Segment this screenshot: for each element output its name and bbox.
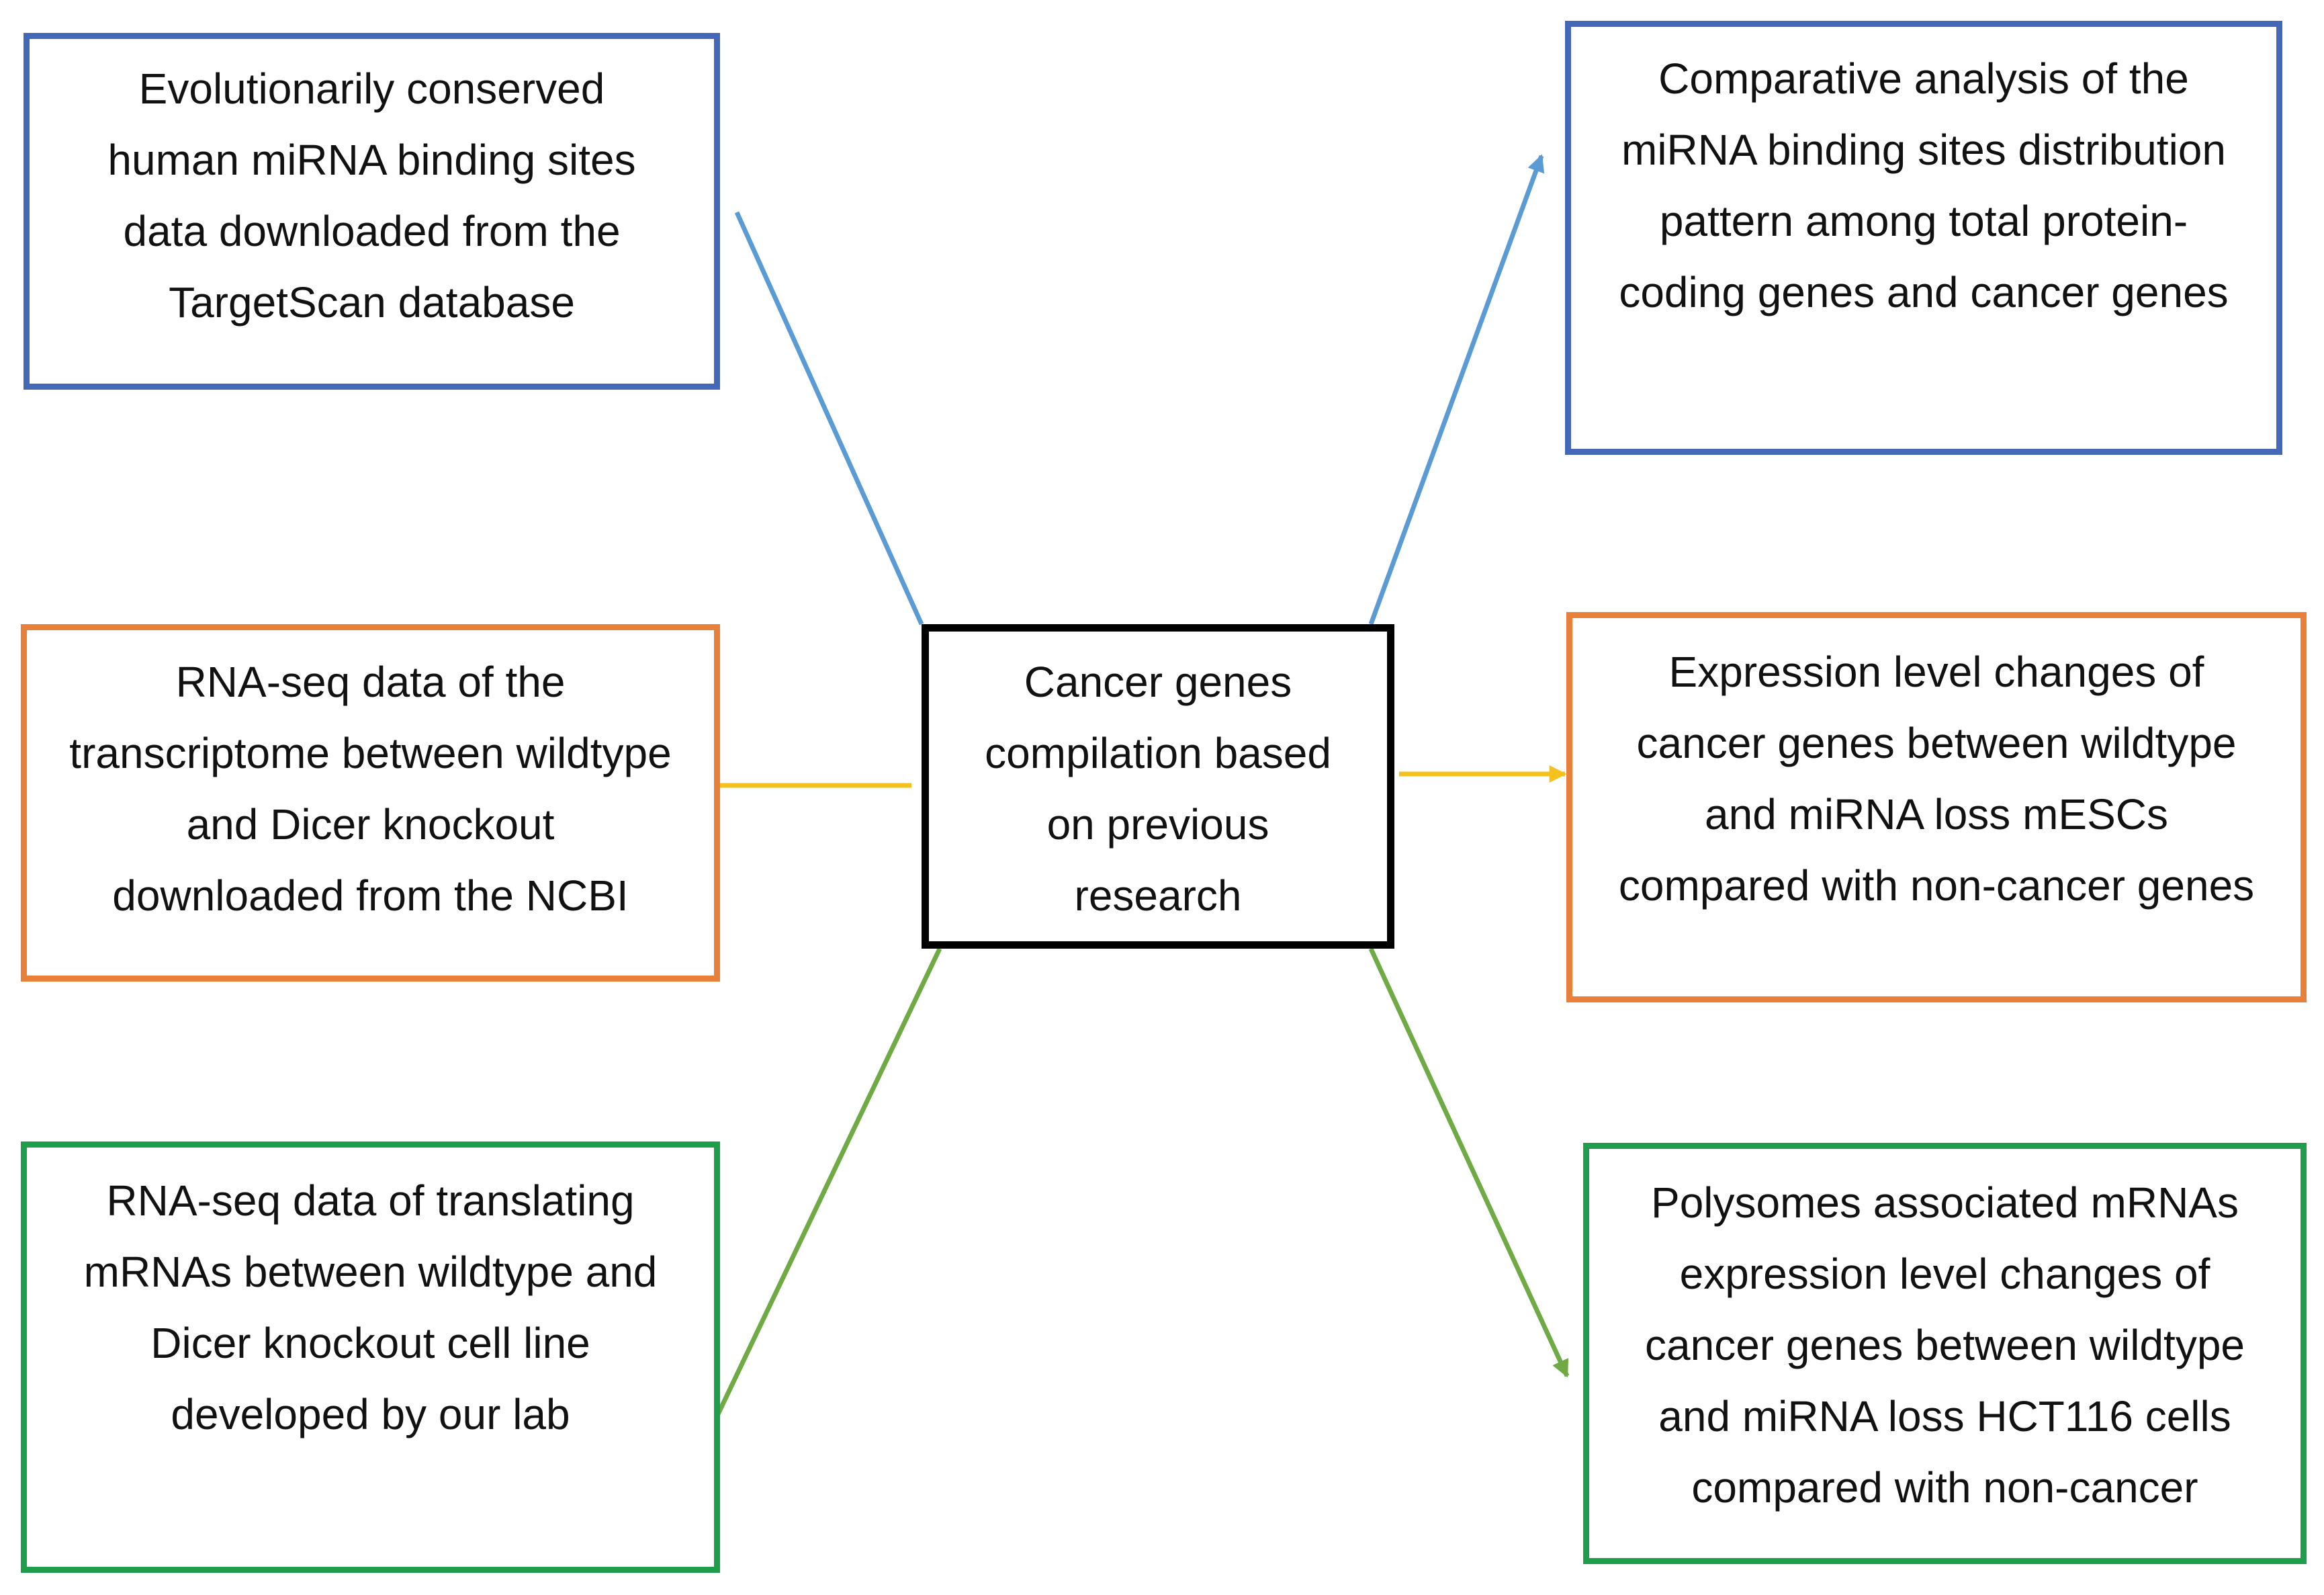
box-text-line: coding genes and cancer genes <box>1619 268 2229 316</box>
box-text-line: Comparative analysis of the <box>1658 54 2189 103</box>
box-text-line: cancer genes between wildtype <box>1636 719 2237 767</box>
box-polysomes-expression-changes: Polysomes associated mRNAs expression le… <box>1583 1143 2307 1564</box>
box-text-line: RNA-seq data of translating <box>106 1176 635 1225</box>
box-text-line: Polysomes associated mRNAs <box>1651 1178 2239 1227</box>
box-text-line: and Dicer knockout <box>186 800 555 849</box>
box-text-line: Cancer genes <box>1024 658 1292 706</box>
box-text-line: Evolutionarily conserved <box>138 64 605 113</box>
box-text-line: compared with non-cancer genes <box>1618 861 2255 910</box>
box-text-line: pattern among total protein- <box>1659 197 2188 245</box>
box-expression-level-changes: Expression level changes of cancer genes… <box>1566 612 2307 1002</box>
box-text-line: expression level changes of <box>1679 1250 2210 1298</box>
box-text-line: compared with non-cancer <box>1691 1463 2198 1512</box>
box-targetscan-data: Evolutionarily conserved human miRNA bin… <box>24 33 720 390</box>
connector-translating-to-center <box>715 947 942 1417</box>
box-text-line: cancer genes between wildtype <box>1645 1321 2245 1369</box>
box-comparative-analysis: Comparative analysis of the miRNA bindin… <box>1565 21 2282 455</box>
box-text-line: on previous <box>1046 800 1269 849</box>
box-text-line: and miRNA loss HCT116 cells <box>1658 1392 2231 1440</box>
box-text-line: mRNAs between wildtype and <box>83 1248 658 1296</box>
box-text-line: data downloaded from the <box>123 207 621 255</box>
box-text-line: miRNA binding sites distribution <box>1621 126 2226 174</box>
box-text-line: compilation based <box>985 729 1331 777</box>
box-text-line: downloaded from the NCBI <box>112 871 629 920</box>
box-ncbi-rnaseq-data: RNA-seq data of the transcriptome betwee… <box>21 624 720 982</box>
box-text-line: Expression level changes of <box>1668 648 2204 696</box>
box-text-line: Dicer knockout cell line <box>150 1319 590 1367</box>
box-text-line: TargetScan database <box>169 278 575 327</box>
box-text-line: developed by our lab <box>171 1390 570 1438</box>
box-text-line: RNA-seq data of the <box>175 658 566 706</box>
arrow-center-to-comparative <box>1368 154 1545 626</box>
box-text-line: and miRNA loss mESCs <box>1705 790 2168 838</box>
box-text-line: research <box>1074 871 1242 920</box>
box-translating-mrna-data: RNA-seq data of translating mRNAs betwee… <box>21 1141 720 1573</box>
arrow-center-to-polysomes <box>1368 947 1570 1378</box>
box-text-line: human miRNA binding sites <box>107 136 636 184</box>
connector-targetscan-to-center <box>734 211 924 626</box>
box-cancer-genes-compilation: Cancer genes compilation based on previo… <box>922 624 1394 949</box>
box-text-line: transcriptome between wildtype <box>69 729 672 777</box>
